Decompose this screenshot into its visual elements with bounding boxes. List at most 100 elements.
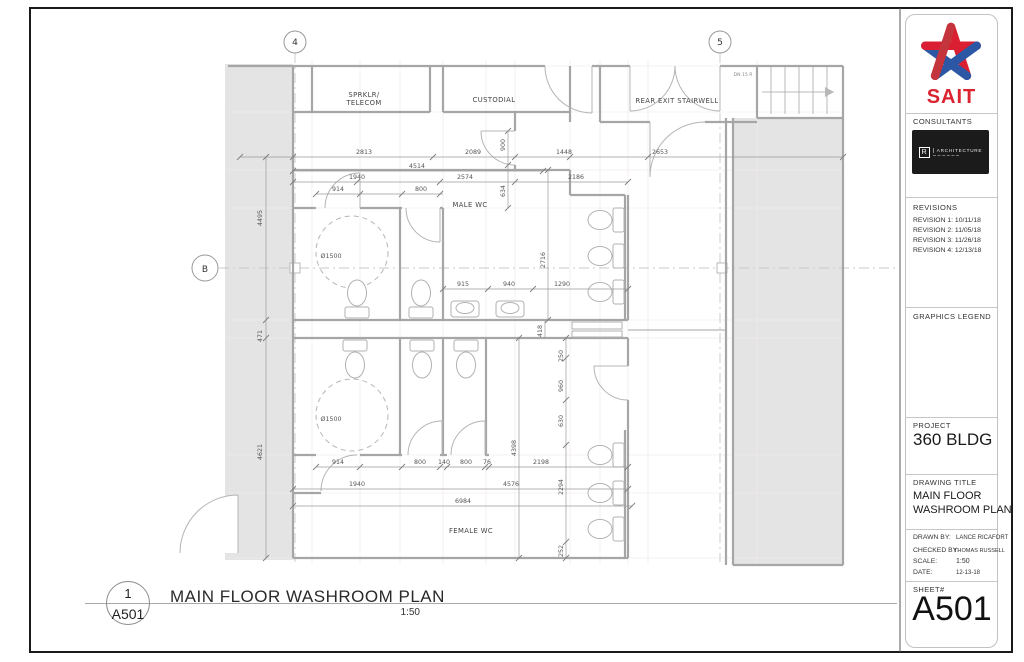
project-name: 360 BLDG (913, 430, 993, 449)
revision-entry: REVISION 3: 11/26/18 (913, 237, 981, 244)
counter (571, 330, 623, 338)
toilet (612, 243, 625, 269)
section-divider (906, 197, 997, 198)
drawing-title-line2: WASHROOM PLAN (913, 504, 1012, 516)
toilet-bowl (587, 519, 613, 539)
dimension-label: 914 (332, 459, 344, 466)
dimension-label: 2716 (540, 252, 547, 268)
scale-value: 1:50 (956, 558, 970, 565)
dimension-label: 915 (457, 281, 469, 288)
revision-entry: REVISION 1: 10/11/18 (913, 217, 981, 224)
dimension-lines (240, 131, 843, 558)
dimension-label: 1448 (556, 149, 572, 156)
toilet (409, 339, 435, 352)
toilet (612, 279, 625, 305)
grid-bubble-5 (708, 30, 732, 54)
dimension-label: 140 (438, 459, 450, 466)
structural-grid (191, 30, 898, 562)
dimension-label: 250 (558, 350, 565, 362)
dimension-label: 418 (537, 325, 544, 337)
dimension-label: 1290 (554, 281, 570, 288)
room-label: SPRKLR/ (348, 91, 380, 99)
stair-direction-arrow (825, 87, 834, 97)
toilet-bowl (587, 282, 613, 302)
dimension-label: 2198 (533, 459, 549, 466)
toilet-bowl (347, 279, 367, 307)
checked-by-value: THOMAS RUSSELL (954, 548, 1005, 554)
graphics-legend-label: GRAPHICS LEGEND (913, 312, 992, 321)
room-label: MALE WC (452, 201, 487, 209)
room-label: TELECOM (345, 99, 381, 107)
consultant-name: ARCHITECTURE (932, 148, 983, 153)
sink-basin (455, 302, 475, 314)
toilet-bowl (587, 445, 613, 465)
dimension-label: 6984 (455, 498, 471, 505)
dimension-label: 1940 (349, 481, 365, 488)
dimension-label: 471 (257, 330, 264, 342)
viewport-number: 1 (124, 586, 132, 601)
room-label: CUSTODIAL (473, 96, 516, 104)
door-swings (179, 65, 721, 554)
dimension-label: 4621 (257, 444, 264, 460)
section-divider (906, 417, 997, 418)
toilet-bowl (412, 351, 432, 379)
dimension-label: 630 (558, 415, 565, 427)
dimension-label: 2574 (457, 174, 473, 181)
viewport-scale: 1:50 (400, 607, 420, 618)
toilet (612, 207, 625, 233)
stair (762, 66, 834, 114)
sait-logo-icon (921, 22, 981, 81)
drawing-title-label: DRAWING TITLE (913, 478, 977, 487)
toilet (342, 339, 368, 352)
bubble-label: 5 (717, 38, 723, 48)
note-label: DN 15 R (734, 72, 754, 78)
dimension-label: 2813 (356, 149, 372, 156)
dimension-label: 4495 (257, 210, 264, 226)
revision-entry: REVISION 2: 11/05/18 (913, 227, 981, 234)
section-divider (906, 113, 997, 114)
toilet-bowl (456, 351, 476, 379)
date-label: DATE: (913, 569, 933, 576)
dim-label: Ø1500 (321, 252, 342, 260)
consultant-tagline (932, 155, 959, 156)
dimension-label: 252 (558, 545, 565, 557)
project-label: PROJECT (913, 421, 951, 430)
dimension-label: 914 (332, 186, 344, 193)
dimension-label: 4514 (409, 163, 425, 170)
viewport-title: MAIN FLOOR WASHROOM PLAN (170, 587, 445, 606)
fixtures (342, 207, 625, 542)
sink-basin (500, 302, 520, 314)
dimension-label: 960 (558, 380, 565, 392)
dimension-label: 940 (503, 281, 515, 288)
toilet (612, 516, 625, 542)
sheet-number: A501 (912, 590, 992, 628)
walls (228, 64, 845, 567)
grid-node (289, 262, 301, 274)
section-divider (906, 581, 997, 582)
dimension-ticks (236, 127, 847, 562)
bubble-label: 4 (292, 38, 298, 48)
dimension-label: 2653 (652, 149, 668, 156)
toilet-bowl (587, 246, 613, 266)
dim-label: Ø1500 (321, 415, 342, 423)
revision-entry: REVISION 4: 12/13/18 (913, 247, 982, 254)
dimension-label: 900 (500, 139, 507, 151)
sheet-number-label: SHEET# (913, 585, 945, 594)
toilet (612, 480, 625, 506)
toilet-bowl (411, 279, 431, 307)
dimension-label: 2089 (465, 149, 481, 156)
dimension-label: 800 (415, 186, 427, 193)
viewport-title-rule (85, 603, 897, 604)
section-divider (906, 307, 997, 308)
checked-by-label: CHECKED BY: (913, 547, 959, 554)
dimension-label: 4576 (503, 481, 519, 488)
toilet (612, 442, 625, 468)
wall-poche (180, 64, 843, 565)
section-divider (906, 529, 997, 530)
dimension-label: 2294 (558, 479, 565, 495)
sheet-border (29, 7, 1013, 653)
consultants-label: CONSULTANTS (913, 117, 973, 126)
